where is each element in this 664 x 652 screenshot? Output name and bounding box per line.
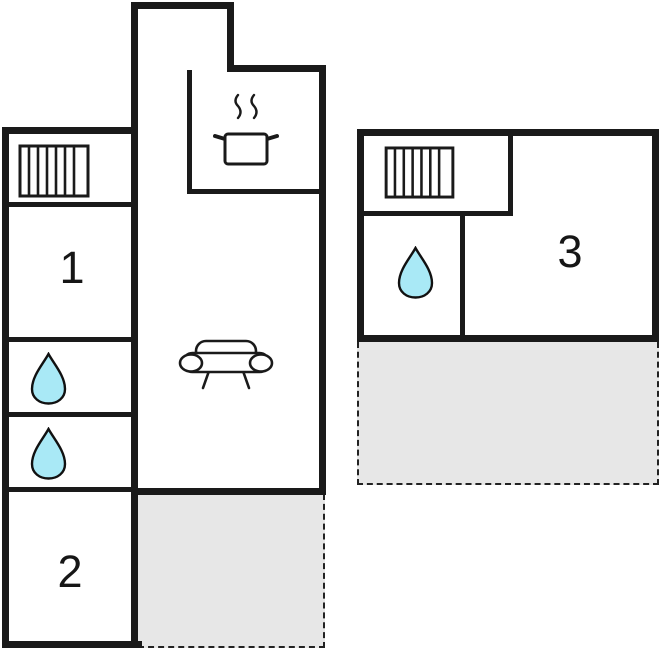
room-label-2: 2 [57, 546, 83, 597]
wall [227, 65, 326, 72]
wall [2, 127, 9, 648]
terrace-area-left-unit [138, 494, 325, 648]
wall [2, 641, 142, 648]
room-label-3: 3 [557, 226, 583, 277]
wall [131, 488, 326, 495]
wall [319, 65, 326, 495]
partition-wall [187, 189, 324, 194]
partition-wall [362, 211, 513, 216]
partition-wall [187, 70, 192, 192]
partition-wall [6, 337, 132, 342]
radiator-icon [18, 144, 90, 198]
room-label-1: 1 [59, 242, 85, 293]
water-drop-icon [30, 352, 67, 405]
wall [131, 2, 138, 648]
wall [2, 127, 138, 134]
partition-wall [6, 487, 132, 492]
partition-wall [460, 214, 465, 337]
radiator-icon [384, 146, 455, 199]
wall [652, 129, 659, 342]
partition-wall [6, 202, 132, 207]
sofa-icon [178, 339, 274, 390]
partition-wall [508, 134, 513, 214]
water-drop-icon [30, 427, 67, 480]
partition-wall [6, 412, 132, 417]
wall [357, 129, 659, 136]
terrace-area-right-unit [357, 342, 659, 485]
wall [357, 129, 364, 342]
stove-icon [213, 93, 279, 166]
steam-icon [234, 93, 258, 120]
wall [227, 2, 234, 72]
wall [357, 335, 659, 342]
wall [131, 2, 234, 9]
water-drop-icon [397, 246, 434, 299]
